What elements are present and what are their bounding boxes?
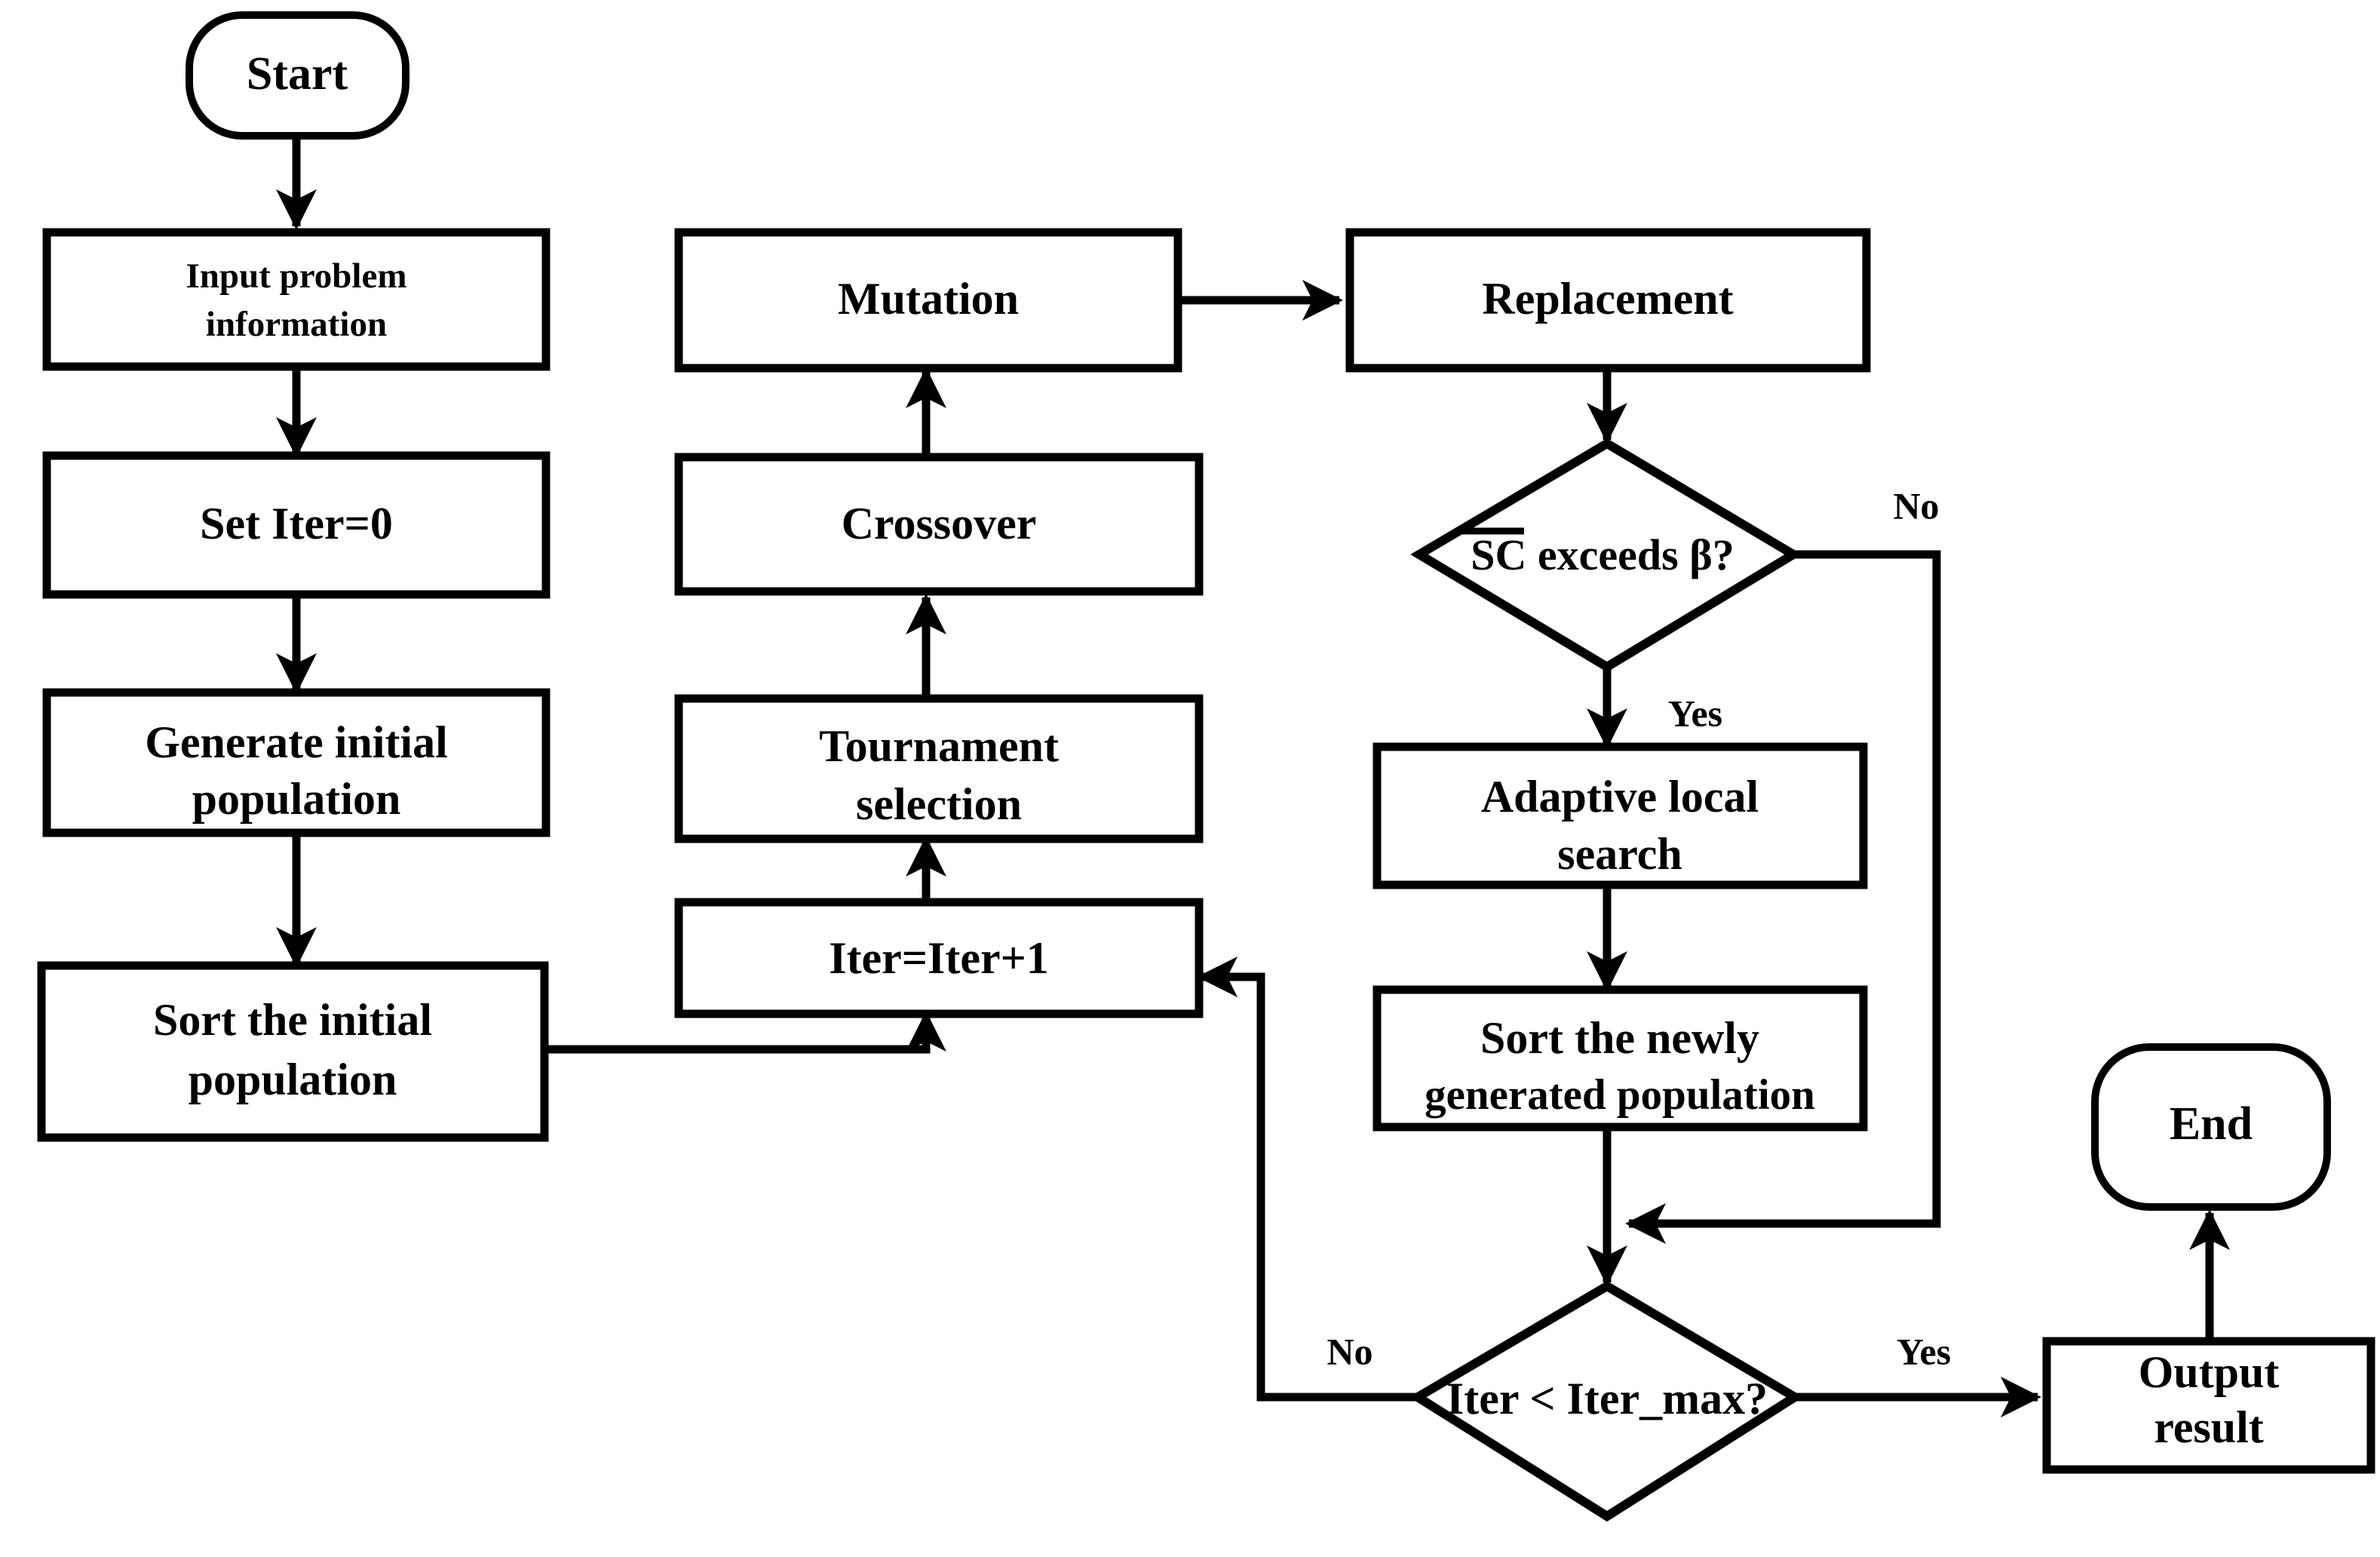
adaptive-local-search-label-line2: search — [1557, 829, 1682, 879]
node-sc-decision[interactable]: SC exceeds β? — [1410, 438, 1802, 672]
sort-initial-label-line2: population — [189, 1055, 397, 1104]
node-input-problem[interactable]: Input problem information — [42, 228, 551, 371]
node-adaptive-local-search[interactable]: Adaptive local search — [1372, 742, 1868, 889]
tournament-label-line2: selection — [856, 779, 1022, 829]
node-sort-initial[interactable]: Sort the initial population — [37, 961, 549, 1142]
sort-newly-label-line1: Sort the newly — [1480, 1013, 1759, 1063]
node-set-iter[interactable]: Set Iter=0 — [42, 451, 551, 599]
iter-increment-label: Iter=Iter+1 — [829, 933, 1049, 983]
edge-itermax-no-to-iterinc — [1197, 957, 1422, 1402]
edge-label-sc-no: No — [1893, 484, 1939, 527]
sc-decision-label-suffix: exceeds β? — [1526, 530, 1734, 579]
mutation-label: Mutation — [838, 274, 1019, 324]
crossover-label: Crossover — [842, 499, 1037, 548]
sc-decision-shape — [1410, 438, 1802, 672]
node-tournament[interactable]: Tournament selection — [674, 694, 1204, 843]
connectors — [276, 137, 2230, 1417]
edge-label-iter-no: No — [1326, 1330, 1372, 1372]
generate-initial-label-line2: population — [192, 774, 401, 824]
replacement-shape — [1345, 228, 1871, 373]
node-generate-initial[interactable]: Generate initial population — [42, 688, 551, 837]
input-problem-shape — [42, 228, 551, 371]
sort-initial-label-line1: Sort the initial — [153, 995, 432, 1045]
start-shape — [186, 11, 409, 140]
iter-increment-shape — [674, 898, 1204, 1018]
sc-decision-label: SC exceeds β? — [1471, 530, 1734, 579]
node-iter-max-decision[interactable]: Iter < Iter_max? — [1409, 1281, 1804, 1522]
generate-initial-shape — [42, 688, 551, 837]
sort-newly-label-line2: generated population — [1425, 1071, 1815, 1119]
input-problem-label-line1: Input problem — [186, 256, 407, 296]
adaptive-local-search-label-line1: Adaptive local — [1481, 772, 1759, 821]
output-result-label-line1: Output — [2139, 1347, 2280, 1397]
iter-max-decision-shape — [1409, 1281, 1804, 1522]
sc-decision-label-prefix: SC — [1471, 530, 1526, 579]
output-result-label-line2: result — [2154, 1402, 2264, 1452]
edge-label-iter-yes: Yes — [1897, 1330, 1951, 1372]
node-replacement[interactable]: Replacement — [1345, 228, 1871, 373]
crossover-shape — [674, 453, 1204, 596]
edge-sortinitial-to-iterinc — [544, 1011, 946, 1054]
iter-max-decision-label: Iter < Iter_max? — [1446, 1374, 1768, 1423]
end-shape — [2091, 1043, 2331, 1211]
start-label: Start — [247, 48, 348, 100]
node-crossover[interactable]: Crossover — [674, 453, 1204, 596]
node-output-result[interactable]: Output result — [2042, 1337, 2375, 1474]
sort-newly-shape — [1372, 985, 1868, 1132]
replacement-label: Replacement — [1482, 274, 1733, 324]
node-start[interactable]: Start — [186, 11, 409, 140]
tournament-label-line1: Tournament — [819, 721, 1059, 771]
end-label: End — [2170, 1098, 2253, 1150]
edge-labels: No Yes No Yes — [1326, 484, 1951, 1372]
edge-label-sc-yes: Yes — [1668, 692, 1722, 734]
set-iter-label: Set Iter=0 — [200, 499, 393, 548]
sort-initial-shape — [37, 961, 549, 1142]
tournament-shape — [674, 694, 1204, 843]
generate-initial-label-line1: Generate initial — [145, 717, 448, 767]
node-mutation[interactable]: Mutation — [674, 228, 1182, 373]
node-iter-increment[interactable]: Iter=Iter+1 — [674, 898, 1204, 1018]
adaptive-local-search-shape — [1372, 742, 1868, 889]
input-problem-label-line2: information — [206, 305, 387, 344]
output-result-shape — [2042, 1337, 2375, 1474]
mutation-shape — [674, 228, 1182, 373]
set-iter-shape — [42, 451, 551, 599]
node-end[interactable]: End — [2091, 1043, 2331, 1211]
node-sort-newly[interactable]: Sort the newly generated population — [1372, 985, 1868, 1132]
edge-scdecision-no-bypass — [1625, 550, 1941, 1244]
